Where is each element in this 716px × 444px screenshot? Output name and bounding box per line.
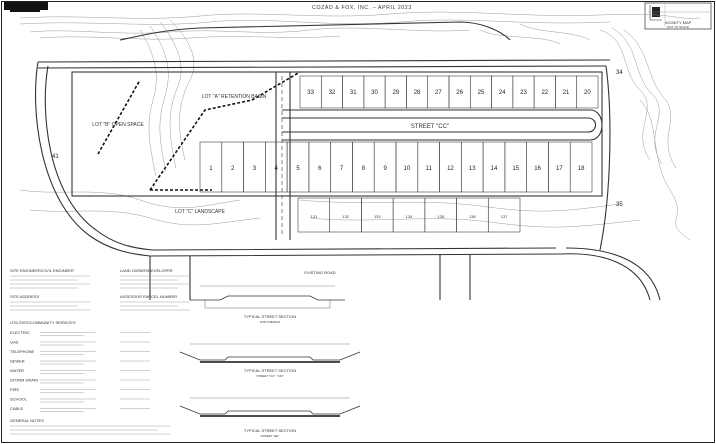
lot-number: 8 [362, 166, 366, 172]
lot-number: 20 [584, 90, 591, 96]
lot-number: 32 [329, 90, 336, 96]
utility-row-label: GAS [10, 340, 19, 345]
lot-number: 30 [371, 90, 378, 96]
lot-parcel [487, 197, 521, 233]
utility-row-label: STORM DRAIN [10, 378, 38, 383]
sheet-title: COZAD & FOX, INC. – APRIL 2023 [312, 5, 412, 11]
lot-number: 7 [340, 166, 344, 172]
section-1-subtitle: WITH MEDIAN [260, 320, 280, 324]
lot-number: 131 [311, 214, 318, 219]
engineer-heading: SITE ENGINEER/CIVIL ENGINEER [10, 268, 74, 273]
west-lot-number: 41 [52, 154, 59, 160]
utilities-heading: UTILITIES/COMMUNITY SERVICES [10, 320, 76, 325]
lot-number: 132 [342, 214, 349, 219]
lot-number: 23 [520, 90, 527, 96]
lot-number: 24 [499, 90, 506, 96]
utility-row-label: ELECTRIC [10, 330, 30, 335]
entry-street [275, 72, 291, 240]
lot-number: 9 [383, 166, 387, 172]
section-1-title: TYPICAL STREET SECTION [244, 314, 296, 319]
utility-row-label: CABLE [10, 406, 23, 411]
lot-number: 28 [414, 90, 421, 96]
street-section-1: TYPICAL STREET SECTION WITH MEDIAN [190, 285, 345, 324]
assessor-heading: ASSESSOR PARCEL NUMBER [120, 294, 177, 299]
street-cc: STREET "CC" [282, 109, 603, 141]
utility-row-label: SCHOOL [10, 397, 28, 402]
lot-parcel [576, 75, 599, 109]
lot-number: 18 [578, 166, 585, 172]
lot-number: 13 [469, 166, 476, 172]
utility-row-label: FIRE [10, 387, 19, 392]
lot-number: 1 [209, 166, 213, 172]
landscape-lot-label: LOT "C" LANDSCAPE [175, 209, 226, 215]
lot-number: 22 [541, 90, 548, 96]
section-2-subtitle: STREET "CC", "DD" [256, 374, 283, 378]
lot-number: 134 [406, 214, 413, 219]
street-section-3: TYPICAL STREET SECTION STREET "EE" [179, 397, 361, 438]
lot-number: 6 [318, 166, 322, 172]
utility-row-label: WATER [10, 368, 24, 373]
utility-rows: ELECTRIC GAS TELEPHONE SEWER WATER STORM DRAI… [10, 330, 150, 412]
south-row-lots: 131 132 133 134 135 136 137 [297, 197, 521, 233]
notes-block: SITE ENGINEER/CIVIL ENGINEER LAND OWNER/… [10, 268, 190, 435]
north-row-lots: 33 32 31 30 29 28 27 26 25 24 23 22 21 20 [299, 75, 599, 109]
corner-lot-number: 35 [616, 202, 623, 208]
lot-number: 29 [392, 90, 399, 96]
lot-number: 17 [556, 166, 563, 172]
retention-basin-boundary [97, 71, 301, 191]
developer-heading: LAND OWNER/DEVELOPER [120, 268, 173, 273]
street-cc-label: STREET "CC" [411, 124, 449, 130]
section-2-title: TYPICAL STREET SECTION [244, 368, 296, 373]
section-3-title: TYPICAL STREET SECTION [244, 428, 296, 433]
lot-number: 27 [435, 90, 442, 96]
lot-number: 31 [350, 90, 357, 96]
lot-number: 11 [426, 166, 433, 172]
lot-number: 33 [307, 90, 314, 96]
subdivision-boundary [71, 71, 603, 197]
section-3-subtitle: STREET "EE" [261, 434, 280, 438]
lot-parcel [569, 141, 593, 193]
lot-number: 16 [534, 166, 541, 172]
frontage-road-label: EXISTING ROAD [304, 270, 335, 275]
roadways [34, 21, 661, 301]
lot-number: 137 [501, 214, 508, 219]
vicinity-map-note: NOT TO SCALE [667, 25, 689, 29]
vicinity-map-label: VICINITY MAP [665, 20, 692, 25]
lot-number: 21 [563, 90, 570, 96]
lot-number: 135 [437, 214, 444, 219]
retention-basin-label: LOT "A" RETENTION BASIN [202, 94, 267, 100]
lot-number: 2 [231, 166, 235, 172]
lot-number: 26 [456, 90, 463, 96]
lot-number: 12 [447, 166, 454, 172]
lot-number: 10 [404, 166, 411, 172]
lot-number: 136 [469, 214, 476, 219]
site-address-heading: SITE ADDRESS [10, 294, 39, 299]
notes-text-lines [10, 275, 190, 435]
utility-row-label: TELEPHONE [10, 349, 35, 354]
lot-number: 25 [478, 90, 485, 96]
lot-number: 15 [512, 166, 519, 172]
street-section-2: TYPICAL STREET SECTION STREET "CC", "DD" [179, 343, 361, 378]
topography-contours [19, 11, 701, 241]
corner-lot-number: 34 [616, 70, 623, 76]
vicinity-map: VICINITY MAP NOT TO SCALE [644, 2, 712, 30]
firm-logo [4, 2, 48, 12]
open-space-label: LOT "B" OPEN SPACE [92, 122, 144, 128]
lot-number: 3 [253, 166, 257, 172]
lot-number: 14 [491, 166, 498, 172]
lot-number: 133 [374, 214, 381, 219]
utility-row-label: SEWER [10, 359, 25, 364]
lot-number: 4 [275, 166, 279, 172]
lot-number: 5 [296, 166, 300, 172]
general-notes-heading: GENERAL NOTES [10, 418, 44, 423]
